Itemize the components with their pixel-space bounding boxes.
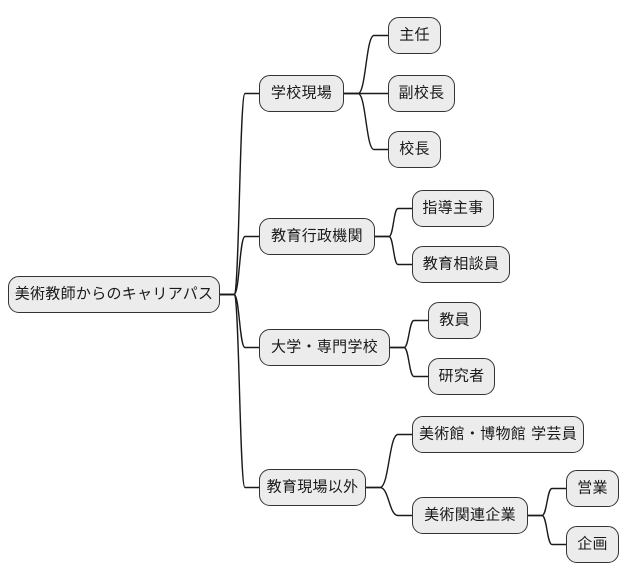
mindmap-node-root[interactable]: 美術教師からのキャリアパス (8, 276, 220, 313)
mindmap-node-label: 美術教師からのキャリアパス (14, 284, 214, 303)
mindmap-node-b1c2[interactable]: 副校長 (388, 75, 455, 112)
mindmap-node-label: 大学・専門学校 (270, 337, 379, 356)
mindmap-node-label: 営業 (577, 478, 608, 497)
mindmap-node-b2[interactable]: 教育行政機関 (259, 218, 375, 255)
mindmap-node-label: 学校現場 (270, 83, 333, 102)
mindmap-edge-b4c2-to-b4c2c2 (527, 514, 567, 546)
mindmap-node-label: 副校長 (398, 83, 445, 102)
mindmap-edge-b3-to-b3c1 (389, 319, 429, 349)
mindmap-node-label: 校長 (399, 139, 430, 158)
mindmap-node-b3[interactable]: 大学・専門学校 (259, 329, 390, 366)
mindmap-edge-root-to-b3 (219, 293, 260, 349)
mindmap-edge-b2-to-b2c1 (374, 207, 413, 238)
mindmap-edge-root-to-b1 (219, 92, 260, 296)
mindmap-node-b4c2c2[interactable]: 企画 (566, 526, 619, 563)
mindmap-node-b2c2[interactable]: 教育相談員 (412, 246, 510, 283)
mindmap-node-label: 教育相談員 (422, 254, 500, 273)
mindmap-edge-b4c2-to-b4c2c1 (527, 487, 567, 517)
mindmap-node-b3c2[interactable]: 研究者 (428, 358, 495, 395)
mindmap-node-label: 美術関連企業 (424, 505, 516, 524)
mindmap-edge-b2-to-b2c2 (374, 235, 413, 266)
mindmap-node-b1[interactable]: 学校現場 (259, 75, 344, 112)
mindmap-node-b4c2c1[interactable]: 営業 (566, 470, 619, 507)
mindmap-edge-root-to-b4 (219, 293, 260, 489)
mindmap-node-label: 企画 (577, 534, 608, 553)
mindmap-node-b4c1[interactable]: 美術館・博物館 学芸員 (412, 416, 584, 453)
mindmap-node-b1c1[interactable]: 主任 (388, 17, 441, 54)
mindmap-edge-b1-to-b1c3 (343, 92, 389, 151)
mindmap-node-label: 指導主事 (422, 198, 484, 217)
mindmap-node-label: 主任 (399, 25, 430, 44)
mindmap-edge-b4-to-b4c2 (365, 486, 413, 517)
mindmap-node-b1c3[interactable]: 校長 (388, 131, 441, 168)
mindmap-node-label: 教育現場以外 (266, 477, 359, 496)
mindmap-node-b3c1[interactable]: 教員 (428, 302, 481, 339)
mindmap-edge-b3-to-b3c2 (389, 346, 429, 378)
mindmap-node-b2c1[interactable]: 指導主事 (412, 190, 494, 227)
mindmap-node-label: 美術館・博物館 学芸員 (418, 424, 578, 443)
mindmap-edge-b1-to-b1c1 (343, 34, 389, 95)
mindmap-node-label: 研究者 (438, 366, 485, 385)
mindmap-node-b4c2[interactable]: 美術関連企業 (412, 497, 528, 534)
mindmap-edge-b4-to-b4c1 (365, 433, 413, 489)
mindmap-node-label: 教育行政機関 (271, 226, 363, 245)
mindmap-edge-root-to-b2 (219, 235, 260, 296)
mindmap-node-b4[interactable]: 教育現場以外 (259, 469, 366, 506)
mindmap-node-label: 教員 (439, 310, 470, 329)
